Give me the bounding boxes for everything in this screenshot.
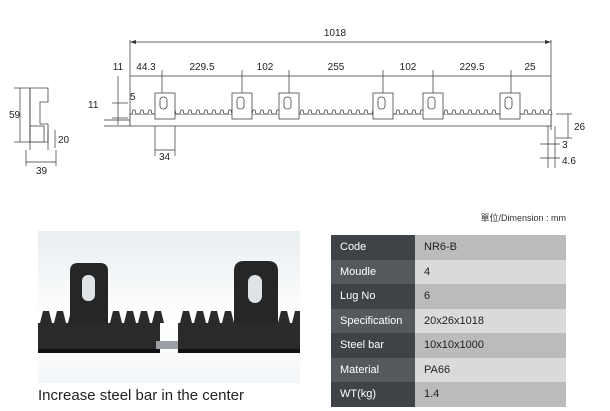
technical-drawing: 59 20 39 [9, 28, 586, 177]
spec-value: NR6-B [415, 235, 566, 260]
left-offset-label: 11 [113, 62, 124, 73]
unit-note: 單位/Dimension : mm [480, 213, 566, 223]
spec-key: Steel bar [331, 333, 415, 358]
side-profile-view [14, 87, 57, 166]
spec-value: 4 [415, 259, 566, 284]
spec-key: Code [331, 235, 415, 260]
side-foot-label: 20 [58, 135, 70, 146]
segment-label-6: 229.5 [459, 62, 484, 73]
side-height-label: 59 [9, 110, 21, 121]
overall-length-label: 1018 [324, 28, 347, 39]
spec-value: 1.4 [415, 382, 566, 407]
spec-value: PA66 [415, 357, 566, 382]
spec-value: 20x26x1018 [415, 308, 566, 333]
segment-label-7: 25 [524, 62, 536, 73]
bar-offset-label: 11 [88, 100, 99, 111]
spec-key: Lug No [331, 284, 415, 309]
spec-value: 6 [415, 284, 566, 309]
spec-key: Material [331, 357, 415, 382]
rack-photo-illustration [38, 261, 300, 353]
spec-key: WT(kg) [331, 382, 415, 407]
photo-caption: Increase steel bar in the center [38, 387, 244, 404]
segment-label-3: 102 [257, 62, 274, 73]
lug-width-label: 34 [159, 152, 171, 163]
segment-label-5: 102 [400, 62, 417, 73]
lug-step-label: 5 [130, 92, 136, 103]
end-offset-a-label: 3 [562, 140, 568, 151]
tooth-height-label: 26 [574, 122, 586, 133]
spec-value: 10x10x1000 [415, 333, 566, 358]
end-offset-b-label: 4.6 [562, 156, 576, 167]
segment-label-2: 229.5 [189, 62, 214, 73]
product-photo [38, 231, 300, 383]
spec-key: Moudle [331, 259, 415, 284]
segment-label-4: 255 [328, 62, 345, 73]
side-width-label: 39 [36, 166, 48, 177]
rack-front-view [104, 40, 572, 168]
spec-key: Specification [331, 308, 415, 333]
segment-label-1: 44.3 [136, 62, 156, 73]
spec-row: WT(kg)1.4 [331, 382, 566, 407]
